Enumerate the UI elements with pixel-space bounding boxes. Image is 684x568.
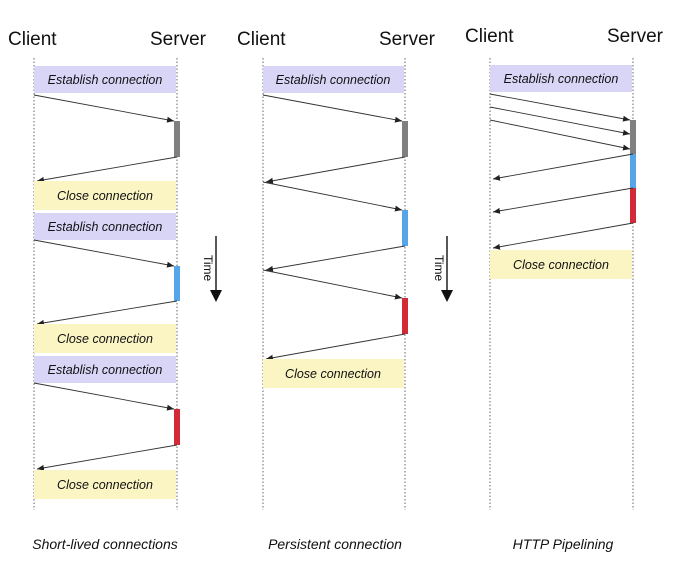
response-arrow [492, 153, 634, 181]
client-header: Client [8, 29, 57, 50]
response-arrow [492, 222, 634, 250]
response-arrow [36, 156, 178, 183]
server-header: Server [379, 29, 436, 50]
close-box-label: Close connection [513, 258, 609, 272]
response-arrow [36, 300, 178, 326]
establish-box-label: Establish connection [48, 363, 163, 377]
client-header: Client [465, 26, 514, 47]
response-arrow [265, 333, 406, 361]
close-box-bg [490, 250, 632, 279]
establish-box-bg [34, 66, 176, 93]
close-box-label: Close connection [57, 478, 153, 492]
server-processing-block [174, 266, 180, 301]
close-box-bg [263, 359, 404, 388]
time-axis: Time [432, 236, 453, 302]
close-box: Close connection [34, 181, 176, 210]
response-arrow [36, 444, 178, 471]
close-box: Close connection [34, 324, 176, 353]
server-processing-block [402, 298, 408, 334]
establish-box-bg [490, 65, 632, 92]
panel-persistent: Client Server Establish connection Close… [237, 29, 436, 552]
time-label: Time [201, 255, 215, 282]
establish-box: Establish connection [490, 65, 632, 92]
request-arrow [262, 269, 403, 300]
close-box-label: Close connection [57, 189, 153, 203]
establish-box: Establish connection [34, 356, 176, 383]
panel-short-lived: Client Server Establish connection Close… [8, 29, 207, 552]
establish-box: Establish connection [34, 66, 176, 93]
panel-pipelining: Client Server Establish connection Close… [465, 26, 664, 552]
establish-box-bg [34, 213, 176, 240]
server-processing-block [630, 154, 636, 188]
establish-box-bg [263, 66, 404, 93]
establish-box-label: Establish connection [48, 73, 163, 87]
response-arrow [265, 245, 406, 272]
client-header: Client [237, 29, 286, 50]
establish-box: Establish connection [263, 66, 404, 93]
close-box: Close connection [490, 250, 632, 279]
close-box-bg [34, 324, 176, 353]
server-processing-block [174, 121, 180, 157]
server-processing-block [174, 409, 180, 445]
panel-caption: HTTP Pipelining [513, 536, 614, 552]
request-arrow [262, 181, 403, 212]
request-arrow [489, 93, 631, 122]
server-header: Server [150, 29, 207, 50]
panel-caption: Persistent connection [268, 536, 402, 552]
server-header: Server [607, 26, 664, 47]
time-axis: Time [201, 236, 222, 302]
close-box-bg [34, 181, 176, 210]
server-processing-block [402, 210, 408, 246]
close-box-bg [34, 470, 176, 499]
establish-box-label: Establish connection [504, 72, 619, 86]
request-arrow [33, 239, 175, 268]
request-arrow [33, 382, 175, 411]
close-box: Close connection [263, 359, 404, 388]
panel-caption: Short-lived connections [32, 536, 178, 552]
server-processing-block [630, 188, 636, 223]
server-processing-block [402, 121, 408, 157]
request-arrow [489, 119, 631, 151]
establish-box-label: Establish connection [48, 220, 163, 234]
request-arrow [33, 94, 175, 123]
establish-box-bg [34, 356, 176, 383]
server-processing-block [630, 120, 636, 154]
close-box-label: Close connection [57, 332, 153, 346]
establish-box-label: Establish connection [276, 73, 391, 87]
request-arrow [262, 94, 403, 123]
time-label: Time [432, 255, 446, 282]
response-arrow [265, 156, 406, 184]
close-box: Close connection [34, 470, 176, 499]
establish-box: Establish connection [34, 213, 176, 240]
request-arrow [489, 106, 631, 136]
response-arrow [492, 187, 634, 214]
close-box-label: Close connection [285, 367, 381, 381]
